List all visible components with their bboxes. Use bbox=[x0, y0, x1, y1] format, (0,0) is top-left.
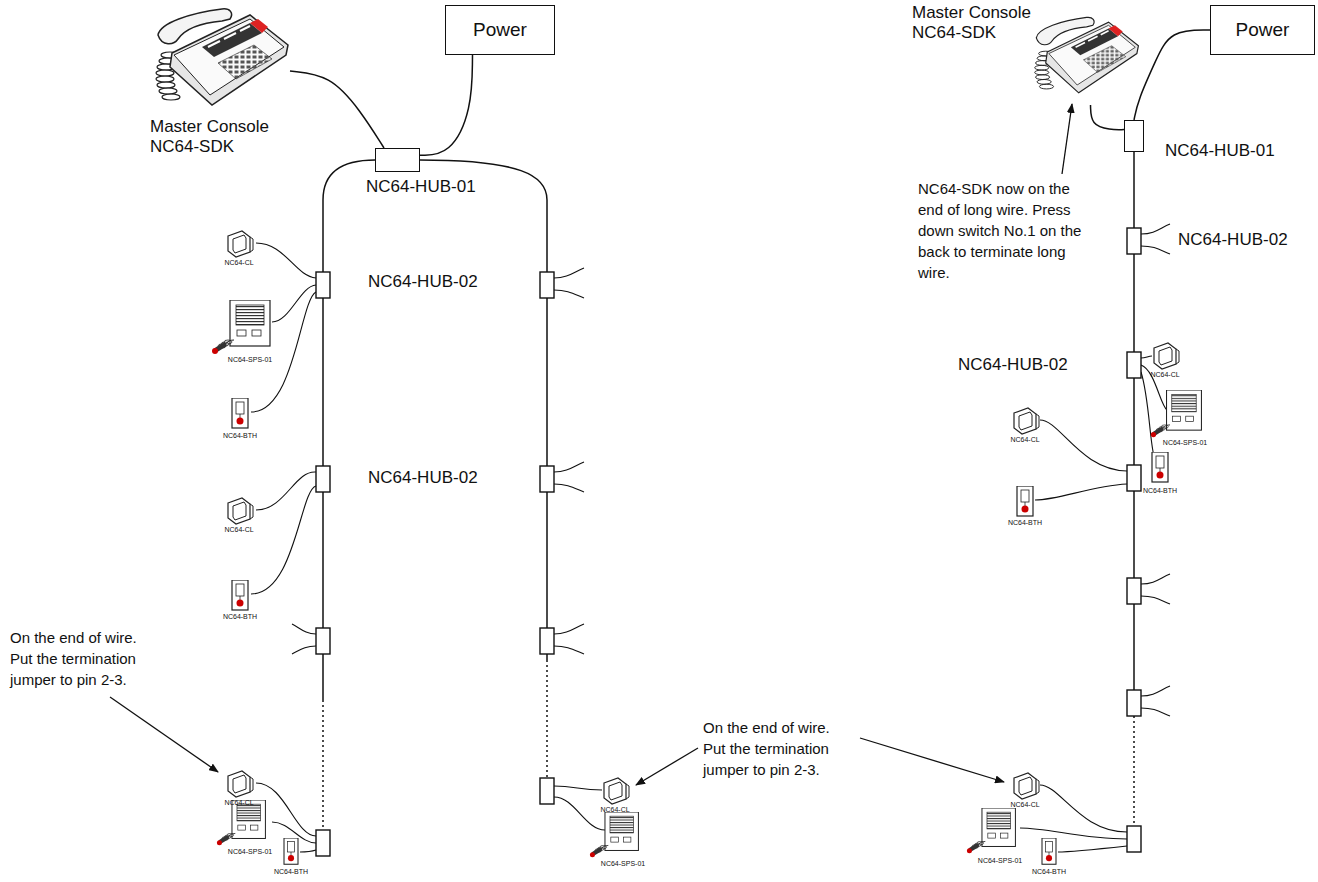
device-label: NC64-SPS-01 bbox=[601, 860, 645, 868]
call-light-icon bbox=[604, 778, 629, 804]
station-icon bbox=[212, 300, 270, 354]
node-label: Power bbox=[473, 19, 527, 41]
node-label: Master Console NC64-SDK bbox=[150, 117, 290, 158]
device-icons bbox=[212, 231, 1201, 864]
call-light-icon bbox=[1154, 343, 1179, 369]
cable bbox=[1134, 30, 1210, 120]
device-label: NC64-SPS-01 bbox=[978, 857, 1022, 865]
device-label: NC64-CL bbox=[224, 799, 253, 807]
call-light-icon bbox=[228, 231, 253, 257]
node-label: NC64-HUB-01 bbox=[366, 177, 476, 197]
node-label: Power bbox=[1236, 19, 1290, 41]
cable bbox=[290, 71, 384, 148]
bath-pull-icon bbox=[232, 580, 248, 610]
device-label: NC64-CL bbox=[1010, 801, 1039, 809]
console-area: Master Console NC64-SDK bbox=[1030, 10, 1140, 105]
device-label: NC64-CL bbox=[224, 259, 253, 267]
device-label: NC64-CL bbox=[1150, 371, 1179, 379]
station-icon bbox=[217, 800, 266, 845]
device-label: NC64-SPS-01 bbox=[228, 356, 272, 364]
device-label: NC64-BTH bbox=[223, 432, 257, 440]
device-label: NC64-BTH bbox=[1032, 868, 1066, 876]
power-box: Power bbox=[445, 5, 555, 55]
station-icon bbox=[1151, 390, 1202, 437]
hub-box bbox=[316, 228, 1141, 856]
device-wire bbox=[251, 224, 1170, 852]
station-icon bbox=[967, 808, 1016, 853]
call-light-icon bbox=[228, 771, 253, 797]
hub-box: NC64-HUB-01 bbox=[375, 148, 420, 172]
device-label: NC64-SPS-01 bbox=[1163, 439, 1207, 447]
device-label: NC64-CL bbox=[600, 806, 629, 814]
power-box: Power bbox=[1210, 5, 1315, 55]
node-label: Master Console NC64-SDK bbox=[912, 3, 1034, 44]
cable bbox=[1091, 105, 1125, 130]
bath-pull-icon bbox=[284, 838, 298, 864]
hub-box: NC64-HUB-01 bbox=[1124, 120, 1144, 152]
call-light-icon bbox=[1014, 408, 1039, 434]
device-label: NC64-BTH bbox=[1143, 487, 1177, 495]
device-label: NC64-BTH bbox=[274, 868, 308, 876]
device-label: NC64-BTH bbox=[1008, 519, 1042, 527]
bath-pull-icon bbox=[1152, 452, 1168, 482]
hub-label: NC64-HUB-02 bbox=[1178, 230, 1288, 250]
device-label: NC64-CL bbox=[224, 526, 253, 534]
hub-label: NC64-HUB-02 bbox=[958, 355, 1068, 375]
station-icon bbox=[590, 812, 639, 857]
cable bbox=[420, 55, 473, 155]
device-label: NC64-CL bbox=[1010, 436, 1039, 444]
bath-pull-icon bbox=[1042, 838, 1056, 864]
console-area: Master Console NC64-SDK bbox=[150, 5, 290, 115]
hub-label: NC64-HUB-02 bbox=[368, 468, 478, 488]
call-light-icon bbox=[1014, 773, 1039, 799]
trunk-wire bbox=[323, 152, 1134, 856]
device-label: NC64-SPS-01 bbox=[228, 848, 272, 856]
call-light-icon bbox=[228, 498, 253, 524]
master-console-phone bbox=[1035, 17, 1139, 93]
node-label: NC64-HUB-01 bbox=[1165, 141, 1275, 161]
hub-label: NC64-HUB-02 bbox=[368, 272, 478, 292]
note-text: On the end of wire. Put the termination … bbox=[10, 627, 160, 690]
bath-pull-icon bbox=[1017, 486, 1033, 516]
device-label: NC64-BTH bbox=[223, 613, 257, 621]
master-console-phone bbox=[156, 9, 288, 105]
note-text: NC64-SDK now on the end of long wire. Pr… bbox=[918, 178, 1083, 283]
dotted-trunk bbox=[323, 660, 1134, 830]
note-text: On the end of wire. Put the termination … bbox=[703, 717, 853, 780]
bath-pull-icon bbox=[232, 398, 248, 428]
